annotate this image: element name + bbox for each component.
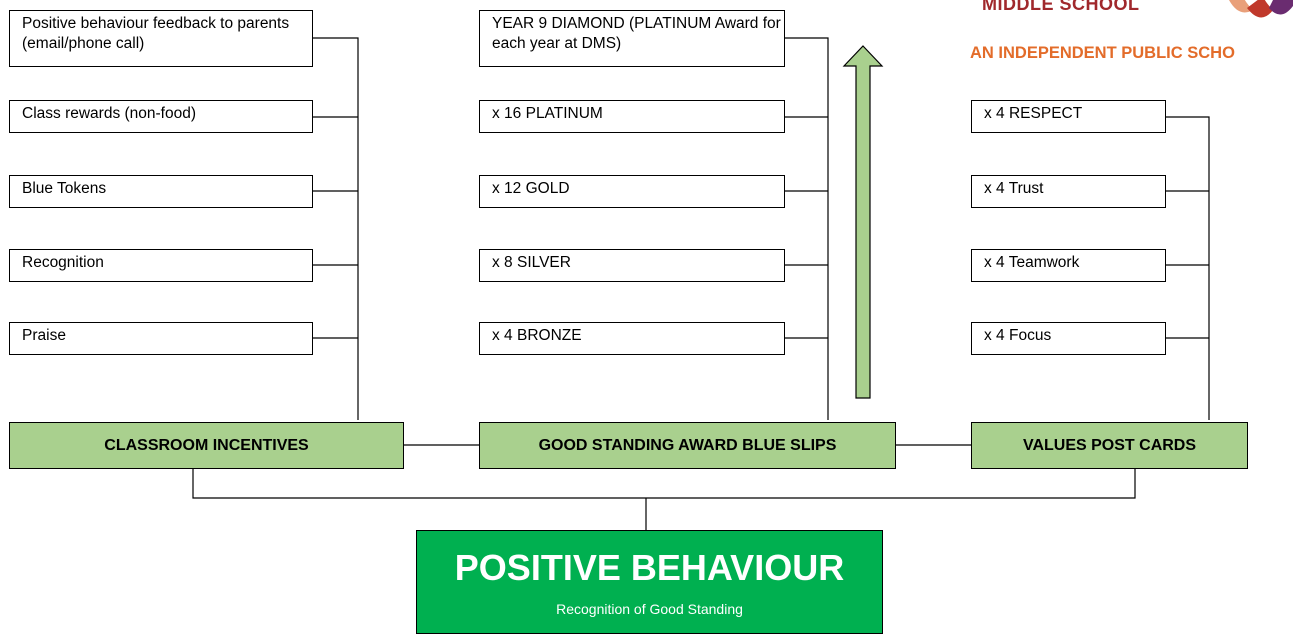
positive-behaviour-root: POSITIVE BEHAVIOUR Recognition of Good S… [416, 530, 883, 634]
award-item-bronze: x 4 BRONZE [479, 322, 785, 355]
school-emblem-icon [1229, 0, 1293, 18]
classroom-item-feedback: Positive behaviour feedback to parents (… [9, 10, 313, 67]
school-name-logo: MIDDLE SCHOOL [982, 0, 1140, 14]
classroom-item-class-rewards: Class rewards (non-food) [9, 100, 313, 133]
progression-up-arrow-icon [842, 45, 884, 399]
award-item-silver: x 8 SILVER [479, 249, 785, 282]
award-item-gold: x 12 GOLD [479, 175, 785, 208]
award-item-diamond: YEAR 9 DIAMOND (PLATINUM Award for each … [479, 10, 785, 67]
values-post-cards-header: VALUES POST CARDS [971, 422, 1248, 469]
classroom-incentives-header: CLASSROOM INCENTIVES [9, 422, 404, 469]
value-item-focus: x 4 Focus [971, 322, 1166, 355]
root-subtitle: Recognition of Good Standing [556, 601, 743, 617]
value-item-trust: x 4 Trust [971, 175, 1166, 208]
value-item-teamwork: x 4 Teamwork [971, 249, 1166, 282]
classroom-item-recognition: Recognition [9, 249, 313, 282]
value-item-respect: x 4 RESPECT [971, 100, 1166, 133]
award-item-platinum: x 16 PLATINUM [479, 100, 785, 133]
classroom-item-blue-tokens: Blue Tokens [9, 175, 313, 208]
good-standing-award-header: GOOD STANDING AWARD BLUE SLIPS [479, 422, 896, 469]
root-title: POSITIVE BEHAVIOUR [454, 547, 845, 588]
classroom-item-praise: Praise [9, 322, 313, 355]
school-tagline-logo: AN INDEPENDENT PUBLIC SCHO [970, 44, 1235, 62]
